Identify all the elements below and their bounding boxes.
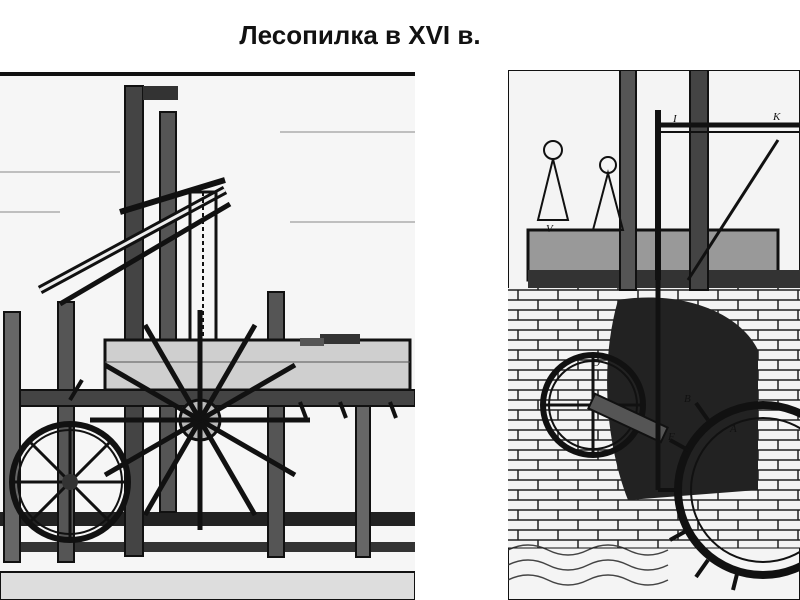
right-engraving: I K V D B F A — [508, 70, 800, 600]
label-letter-k: K — [772, 111, 781, 123]
label-letter-b: B — [684, 393, 691, 405]
slide-title: Лесопилка в XVI в. — [239, 20, 481, 50]
sawmill-frame-engraving-icon — [0, 72, 415, 600]
left-engraving — [0, 72, 415, 600]
label-letter-i: I — [672, 113, 678, 125]
label-letter-d: D — [591, 357, 600, 369]
label-letter-f: F — [667, 431, 675, 443]
label-letter-v: V — [546, 223, 554, 235]
water-wheel-sawmill-engraving-icon: I K V D B F A — [508, 70, 800, 600]
label-letter-a: A — [729, 423, 737, 435]
